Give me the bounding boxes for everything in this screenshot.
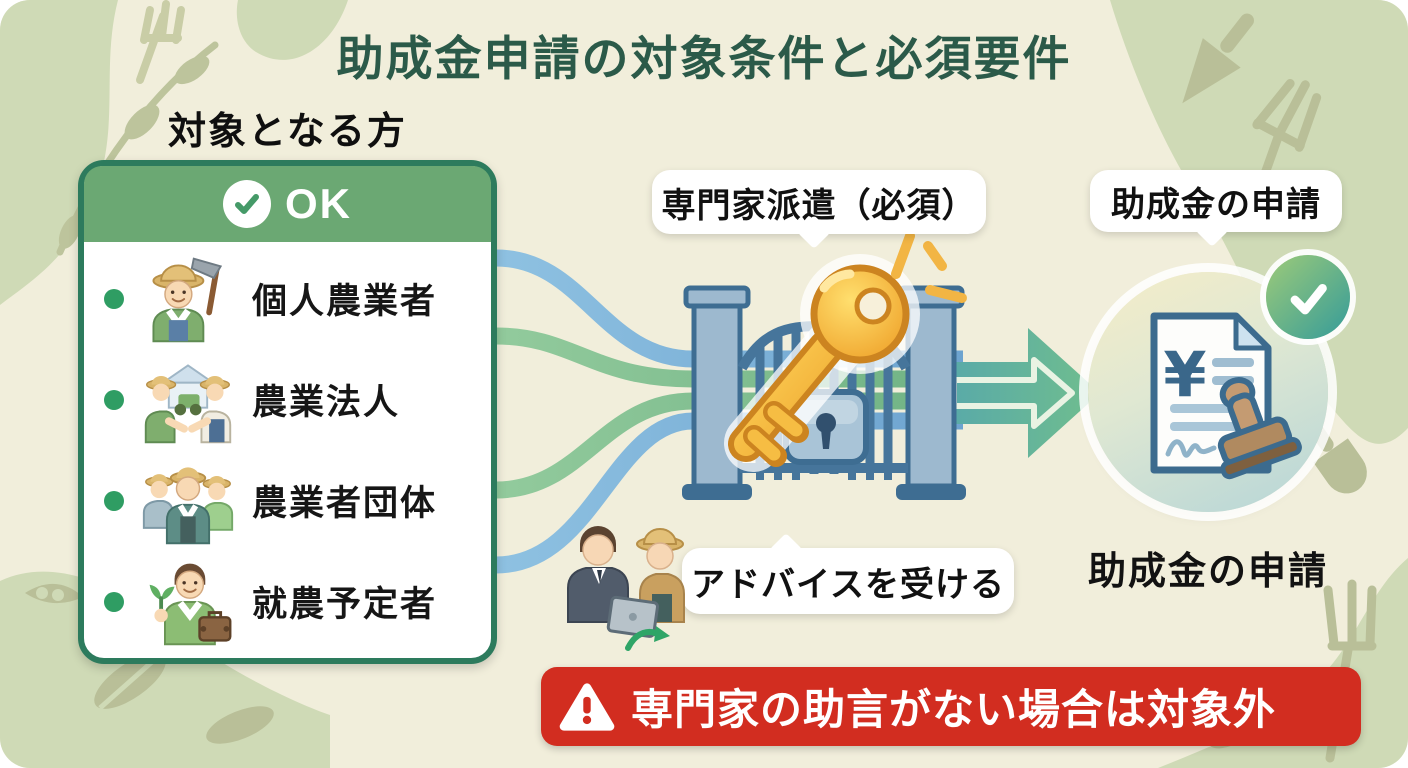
eligible-heading: 対象となる方	[168, 111, 407, 153]
eligible-list: 個人農業者	[84, 242, 491, 652]
eligible-box-header: OK	[84, 166, 491, 242]
bullet-icon	[104, 288, 124, 309]
item-label: 農業者団体	[252, 484, 438, 523]
warning-banner: 専門家の助言がない場合は対象外	[541, 667, 1361, 746]
bullet-icon	[104, 490, 124, 511]
list-item: 個人農業者	[84, 248, 491, 349]
list-item: 就農予定者	[84, 551, 491, 652]
item-label: 農業法人	[252, 383, 401, 422]
prospective-farmer-icon	[138, 555, 238, 649]
receive-advice-bubble: アドバイスを受ける	[682, 533, 1014, 614]
individual-farmer-icon	[138, 252, 238, 346]
svg-text:¥: ¥	[1163, 338, 1206, 411]
golden-key-icon	[724, 254, 920, 472]
warning-triangle-icon	[559, 682, 615, 731]
result-caption: 助成金の申請	[1087, 551, 1328, 593]
apply-subsidy-bubble: 助成金の申請	[1090, 170, 1342, 247]
page-title: 助成金申請の対象条件と必須要件	[336, 32, 1072, 85]
consultant-and-farmer-icon	[567, 526, 685, 651]
receive-advice-label: アドバイスを受ける	[691, 565, 1005, 604]
list-item: 農業法人	[84, 349, 491, 450]
bullet-icon	[104, 389, 124, 410]
flow-ribbons	[495, 249, 963, 574]
eligible-box: OK	[78, 160, 497, 664]
ok-label: OK	[285, 180, 352, 227]
farm-corporation-handshake-icon	[138, 353, 238, 447]
sparkle-icon	[891, 231, 967, 303]
list-item: 農業者団体	[84, 450, 491, 551]
expert-dispatch-label: 専門家派遣（必須）	[661, 186, 977, 225]
item-label: 就農予定者	[252, 585, 438, 624]
check-badge-icon	[1266, 255, 1350, 339]
expert-dispatch-bubble: 専門家派遣（必須）	[652, 170, 986, 249]
farmers-group-icon	[138, 454, 238, 548]
check-circle-icon	[223, 180, 271, 228]
forward-arrow-icon	[936, 328, 1100, 458]
warning-text: 専門家の助言がない場合は対象外	[631, 686, 1277, 733]
item-label: 個人農業者	[252, 282, 438, 321]
bullet-icon	[104, 591, 124, 612]
